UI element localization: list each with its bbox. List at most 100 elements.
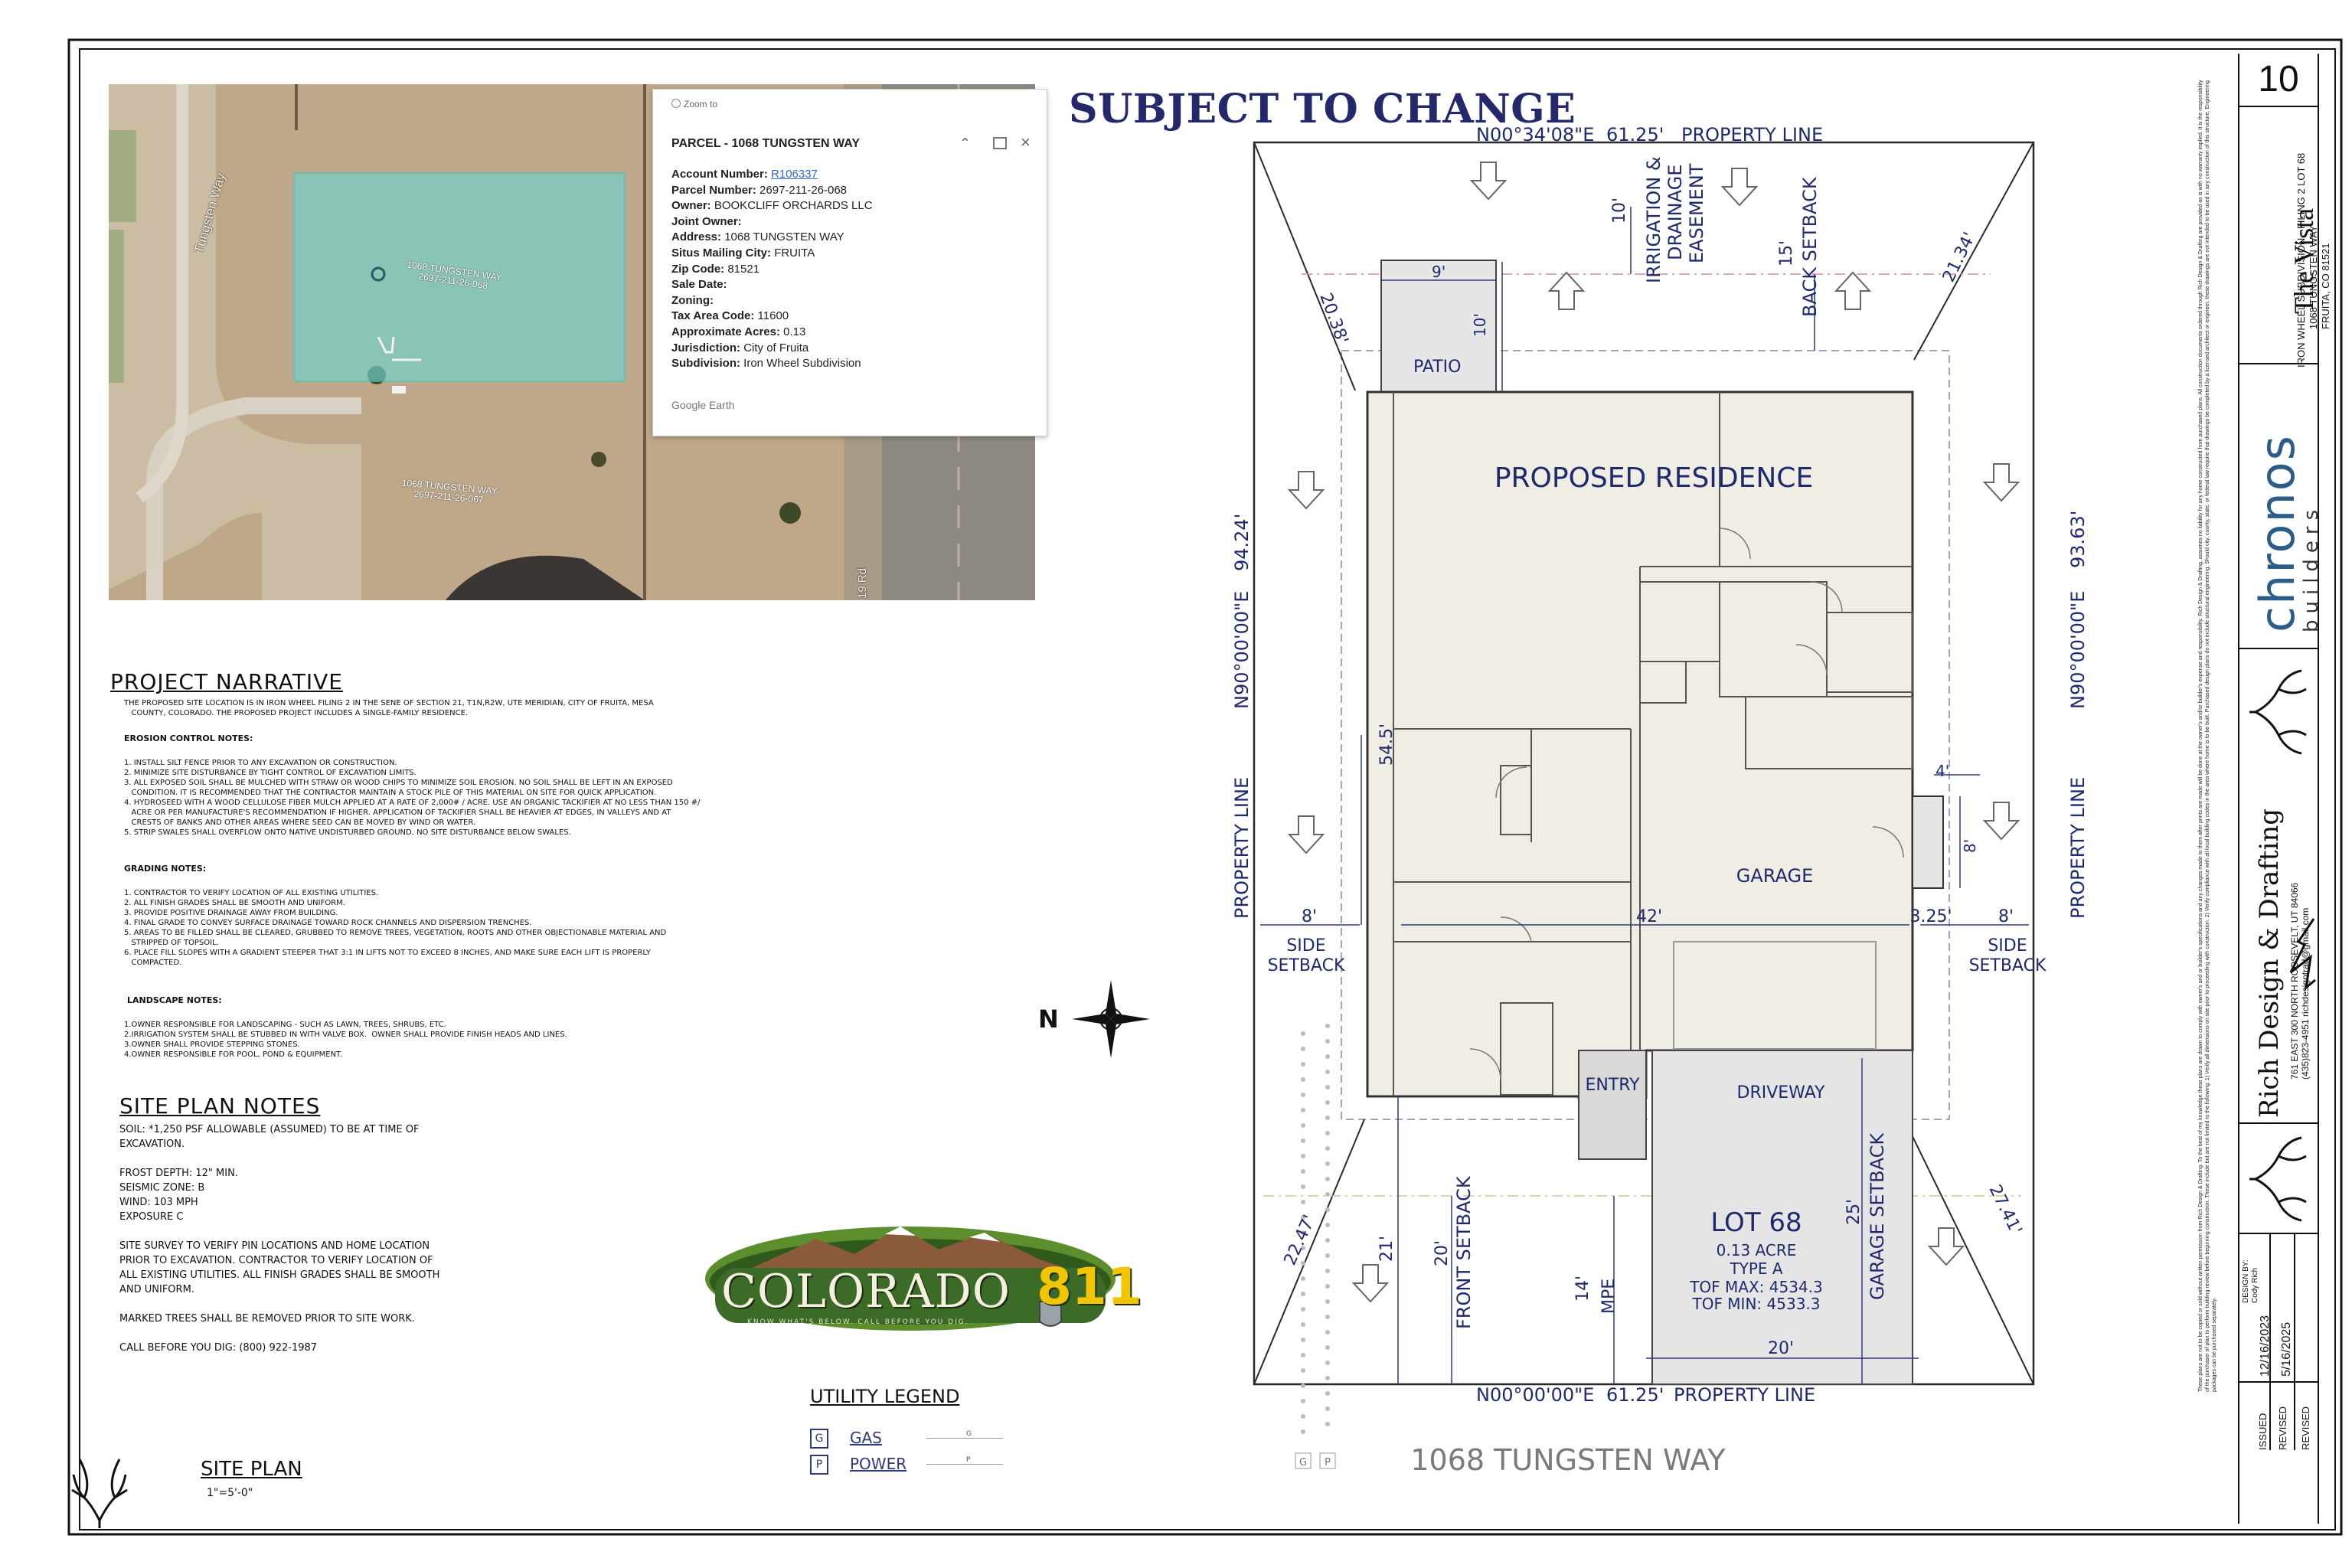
drainage-arrow-icon	[1834, 271, 1872, 310]
popup-field-row: Tax Area Code: 11600	[671, 309, 789, 322]
popup-field-label: Zoning:	[671, 293, 714, 307]
back-setback-dim: 15'	[1777, 240, 1796, 266]
sheet-number: 10	[2258, 59, 2299, 100]
project-city: FRUITA, CO 81521	[2320, 243, 2331, 329]
issued-label: ISSUED	[2257, 1413, 2269, 1450]
garage-label: GARAGE	[1736, 865, 1813, 887]
popup-field-label: Address:	[671, 230, 725, 244]
project-street: 1068 TUNGSTEN WAY	[2308, 225, 2319, 329]
builder-name: chronos	[2249, 434, 2305, 632]
left-property-line: PROPERTY LINE	[1231, 777, 1253, 919]
back-setback: BACK SETBACK	[1799, 176, 1821, 317]
site-plan-drawing: N00°34'08"E 61.25' PROPERTY LINE N00°00'…	[1231, 124, 2089, 1477]
right-length: 93.63'	[2067, 511, 2089, 568]
right-bearing: N90°00'00"E	[2067, 591, 2089, 709]
popup-field-value: 2697-211-26-068	[760, 183, 848, 197]
easement-line-2: DRAINAGE	[1664, 165, 1686, 260]
left-bearing: N90°00'00"E	[1231, 591, 1253, 709]
residence-label: PROPOSED RESIDENCE	[1494, 462, 1813, 494]
legend-line-sample	[926, 1438, 1003, 1439]
close-icon[interactable]: ×	[1021, 132, 1031, 152]
popup-field-label: Situs Mailing City:	[671, 247, 775, 260]
colorado-811-number: 811	[1037, 1257, 1142, 1316]
revised-label: REVISED	[2277, 1406, 2288, 1450]
project-subdivision: IRON WHEEL SUBDIVISION - FILING 2 LOT 68	[2295, 152, 2307, 368]
divider	[2239, 363, 2318, 364]
utility-tag-p: P	[1325, 1457, 1331, 1468]
popup-field-value: FRUITA	[774, 247, 815, 260]
popup-field-row: Approximate Acres: 0.13	[671, 325, 805, 338]
divider	[2239, 1122, 2318, 1124]
depth-dim: 54.5'	[1377, 724, 1396, 766]
site-plan-title: SITE PLAN	[201, 1458, 302, 1481]
lot-type: TYPE A	[1729, 1259, 1782, 1278]
top-property-line: PROPERTY LINE	[1681, 124, 1823, 145]
north-label: N	[1038, 1004, 1059, 1034]
drainage-arrow-icon	[1287, 815, 1325, 854]
popup-field-label: Owner:	[671, 199, 714, 213]
zoom-to-link[interactable]: Zoom to	[671, 99, 717, 109]
popup-field-label: Parcel Number:	[671, 183, 760, 197]
patio	[1380, 260, 1497, 393]
issued-date: 12/16/2023	[2259, 1315, 2272, 1377]
popup-field-label: Jurisdiction:	[671, 341, 744, 354]
drainage-arrow-icon	[1720, 168, 1759, 207]
north-arrow-icon	[1072, 980, 1150, 1058]
side-right-dim: 8'	[1998, 907, 2014, 926]
left-length: 94.24'	[1231, 514, 1253, 571]
popup-field-value: City of Fruita	[743, 341, 809, 354]
legend-code-box: G	[810, 1429, 828, 1449]
revised-date: 5/16/2025	[2280, 1321, 2293, 1377]
popup-field-row: Subdivision: Iron Wheel Subdivision	[671, 357, 861, 370]
legend-line-tag: G	[965, 1430, 973, 1438]
popup-field-row: Situs Mailing City: FRUITA	[671, 247, 815, 260]
corner-dim-tr: 21.34'	[1939, 230, 1980, 286]
popup-field-row: Jurisdiction: City of Fruita	[671, 341, 808, 354]
lot-acre: 0.13 ACRE	[1717, 1241, 1797, 1259]
garage-setback-dim: 25'	[1844, 1199, 1864, 1225]
colorado-811-tagline: KNOW WHAT'S BELOW. CALL BEFORE YOU DIG.	[747, 1318, 969, 1326]
popup-field-row: Zip Code: 81521	[671, 263, 760, 276]
popup-title: PARCEL - 1068 TUNGSTEN WAY	[671, 137, 860, 150]
issue-table: ISSUED 12/16/2023 REVISED 5/16/2025 REVI…	[2239, 1234, 2318, 1450]
drainage-arrow-icon	[1982, 463, 2020, 502]
site-notes-body: SOIL: *1,250 PSF ALLOWABLE (ASSUMED) TO …	[119, 1124, 440, 1354]
legend-label: POWER	[850, 1455, 907, 1473]
dock-icon[interactable]	[993, 137, 1007, 149]
legend-code-box: P	[810, 1455, 828, 1475]
popup-field-value: 81521	[727, 262, 760, 276]
popup-field-label: Joint Owner:	[671, 214, 742, 228]
bottom-length: 61.25'	[1606, 1384, 1664, 1406]
mpe-label: MPE	[1599, 1279, 1619, 1314]
grading-notes: 1. CONTRACTOR TO VERIFY LOCATION OF ALL …	[124, 889, 667, 967]
lot-tof-max: TOF MAX: 4534.3	[1689, 1278, 1823, 1296]
front-setback: FRONT SETBACK	[1453, 1175, 1475, 1329]
sheet-number-box: 10	[2239, 54, 2318, 107]
legend-line-sample	[926, 1464, 1003, 1465]
popup-field-label: Account Number:	[671, 168, 772, 181]
narrative-intro: THE PROPOSED SITE LOCATION IS IN IRON WH…	[124, 699, 654, 717]
bottom-bearing: N00°00'00"E	[1476, 1384, 1594, 1406]
elk-logo-icon	[2249, 669, 2307, 755]
drainage-arrow-icon	[1982, 802, 2020, 841]
entry	[1578, 1050, 1647, 1160]
side-right-gap: 3.25'	[1909, 907, 1952, 926]
parcel-popup[interactable]: Zoom to PARCEL - 1068 TUNGSTEN WAY ⌃ × G…	[652, 89, 1047, 436]
disclaimer: These plans are not to be copied or sold…	[2198, 80, 2217, 1392]
elk-logo-icon	[2249, 1136, 2307, 1222]
erosion-heading: EROSION CONTROL NOTES:	[124, 733, 253, 743]
side-setback-left-1: SIDE	[1286, 936, 1325, 956]
site-notes-heading: SITE PLAN NOTES	[119, 1093, 321, 1119]
popup-field-row: Parcel Number: 2697-211-26-068	[671, 184, 847, 197]
chevron-up-icon[interactable]: ⌃	[959, 136, 972, 151]
entry-label: ENTRY	[1585, 1076, 1640, 1095]
mountain-logo-icon	[2289, 918, 2316, 991]
zoom-icon	[671, 99, 681, 108]
front-dim-20: 20'	[1432, 1240, 1452, 1266]
popup-field-value: Iron Wheel Subdivision	[743, 357, 861, 371]
google-earth-label: Google Earth	[671, 399, 735, 411]
side-setback-left-2: SETBACK	[1268, 956, 1345, 975]
account-number-link[interactable]: R106337	[771, 168, 818, 181]
bump-depth: 8'	[1961, 839, 1979, 853]
